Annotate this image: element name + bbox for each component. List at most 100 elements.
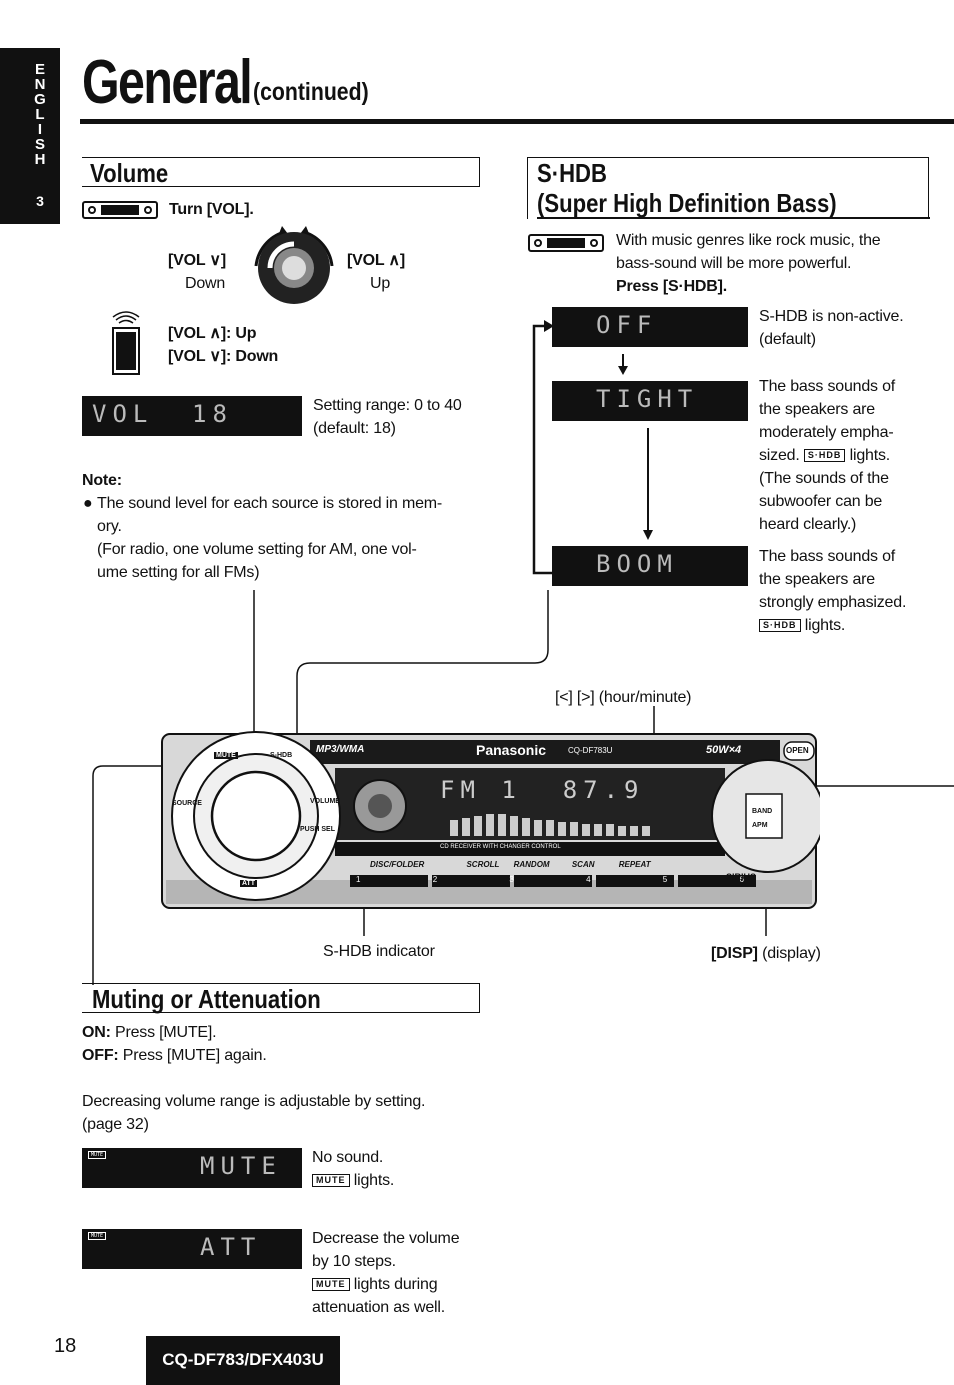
- preset-2[interactable]: 2: [432, 875, 438, 884]
- muting-off-text: Press [MUTE] again.: [122, 1047, 267, 1064]
- preset-6[interactable]: 6: [739, 875, 744, 884]
- equalizer-bars: [450, 814, 650, 836]
- page-title-main: General: [82, 48, 253, 117]
- disp-desc: (display): [762, 945, 821, 962]
- mode-icon: [82, 201, 158, 219]
- muting-off-label: OFF:: [82, 1047, 119, 1064]
- volume-instruction: Turn [VOL].: [169, 201, 254, 218]
- knob-label-shdb[interactable]: S-HDB: [270, 752, 293, 759]
- disp-label: [DISP] (display): [711, 942, 821, 965]
- muting-heading: Muting or Attenuation: [92, 984, 321, 1014]
- shdb-lcd-tight: TIGHT: [552, 381, 748, 421]
- remote-up: [VOL ∧]: Up: [168, 325, 257, 342]
- shdb-lcd-boom-text: BOOM: [596, 550, 678, 578]
- mute-desc-1: No sound.: [312, 1149, 384, 1166]
- preset-3[interactable]: 3: [509, 875, 514, 884]
- mute-desc-2: MUTE lights.: [312, 1169, 394, 1192]
- shdb-off-desc-1: S-HDB is non-active.: [759, 308, 904, 325]
- shdb-boom-desc-4: S·HDB lights.: [759, 614, 845, 637]
- knob-label-source[interactable]: SOURCE: [172, 800, 202, 807]
- shdb-mode-icon: [528, 234, 604, 252]
- func-repeat: REPEAT: [618, 860, 651, 869]
- note-line-4: ume setting for all FMs): [97, 564, 260, 581]
- muting-on-label: ON:: [82, 1024, 111, 1041]
- language-letter: H: [34, 151, 46, 168]
- knob-label-push-sel[interactable]: PUSH SEL: [300, 826, 336, 833]
- volume-default: (default: 18): [313, 420, 396, 437]
- volume-lcd-right: 18: [192, 400, 233, 428]
- section-number: 3: [36, 193, 44, 209]
- preset-4[interactable]: 4: [586, 875, 591, 884]
- knob-right-label: [VOL ∧]: [347, 252, 406, 269]
- knob-label-mute[interactable]: MUTE: [214, 752, 238, 759]
- knob-label-volume: VOLUME: [310, 798, 340, 805]
- watts-logo: 50W×4: [706, 744, 742, 756]
- disp-button-label: [DISP]: [711, 945, 758, 962]
- language-letter: N: [34, 76, 46, 93]
- page-number: 18: [54, 1335, 77, 1357]
- shdb-lcd-tight-text: TIGHT: [596, 385, 699, 413]
- shdb-badge-icon-2: S·HDB: [759, 619, 801, 633]
- att-desc-1: Decrease the volume: [312, 1230, 460, 1247]
- language-letter: L: [35, 106, 45, 123]
- shdb-intro-2: bass-sound will be more powerful.: [616, 255, 852, 272]
- att-desc-2: by 10 steps.: [312, 1253, 396, 1270]
- shdb-boom-desc-4b: lights.: [804, 617, 846, 634]
- func-random: RANDOM: [513, 860, 550, 869]
- page-subtitle: (continued): [253, 78, 369, 106]
- shdb-heading-box: [527, 157, 929, 219]
- muting-decrease-2: (page 32): [82, 1116, 149, 1133]
- shdb-lcd-off: OFF: [552, 307, 748, 347]
- mute-badge-icon: MUTE: [312, 1174, 350, 1188]
- shdb-off-desc-2: (default): [759, 331, 816, 348]
- mute-lcd-badge: MUTE: [88, 1151, 107, 1159]
- hour-minute-label: [<] [>] (hour/minute): [555, 689, 692, 706]
- shdb-boom-desc-3: strongly emphasized.: [759, 594, 907, 611]
- knob-label-att[interactable]: ATT: [240, 880, 258, 887]
- open-button[interactable]: OPEN: [786, 746, 809, 755]
- muting-off: OFF: Press [MUTE] again.: [82, 1044, 267, 1067]
- function-labels: DISC/FOLDER SCROLL RANDOM SCAN REPEAT: [370, 860, 651, 869]
- head-unit-diagram: [161, 731, 820, 909]
- shdb-tight-desc-1: The bass sounds of: [759, 378, 896, 395]
- shdb-badge-icon: S·HDB: [803, 449, 846, 463]
- apm-button[interactable]: APM: [752, 822, 768, 829]
- muting-decrease-1: Decreasing volume range is adjustable by…: [82, 1093, 426, 1110]
- mute-lcd: MUTE MUTE: [82, 1148, 302, 1188]
- shdb-lcd-off-text: OFF: [596, 311, 658, 339]
- language-letter: G: [34, 91, 46, 108]
- band-button[interactable]: BAND: [752, 808, 773, 815]
- att-lcd-badge: MUTE: [88, 1232, 107, 1240]
- volume-knob-icon: [254, 226, 334, 304]
- volume-lcd-left: VOL: [92, 400, 154, 428]
- shdb-press: Press [S·HDB].: [616, 278, 728, 295]
- knob-left-label: [VOL ∨]: [168, 252, 227, 269]
- note-line-2: ory.: [97, 518, 122, 535]
- func-scroll: SCROLL: [466, 860, 500, 869]
- preset-1[interactable]: 1: [356, 875, 361, 884]
- att-badge-icon: MUTE: [312, 1278, 350, 1292]
- preset-numbers: 1 2 3 4 5 6: [356, 875, 744, 884]
- header-rule: [80, 119, 954, 124]
- sirius-logo: SIRIUS: [726, 872, 757, 882]
- receiver-line: CD RECEIVER WITH CHANGER CONTROL: [440, 844, 561, 850]
- note-label: Note:: [82, 472, 122, 489]
- preset-5[interactable]: 5: [662, 875, 668, 884]
- att-desc-3b: lights during: [353, 1276, 438, 1293]
- muting-on-text: Press [MUTE].: [114, 1024, 217, 1041]
- note-bullet: ●: [83, 495, 93, 512]
- shdb-tight-desc-2: the speakers are: [759, 401, 875, 418]
- func-scan: SCAN: [571, 860, 595, 869]
- language-letter: I: [37, 121, 43, 138]
- mp3-logo: MP3/WMA: [316, 744, 365, 755]
- shdb-tight-desc-7: heard clearly.): [759, 516, 857, 533]
- preset-keys: [350, 875, 756, 887]
- mute-desc-2b: lights.: [353, 1172, 395, 1189]
- note-line-1: The sound level for each source is store…: [97, 495, 443, 512]
- shdb-heading-2: (Super High Definition Bass): [537, 188, 837, 218]
- att-lcd-text: ATT: [200, 1233, 262, 1261]
- language-tab: [0, 48, 60, 224]
- shdb-tight-desc-4b: lights.: [849, 447, 891, 464]
- shdb-cycle-arrows: [532, 320, 653, 575]
